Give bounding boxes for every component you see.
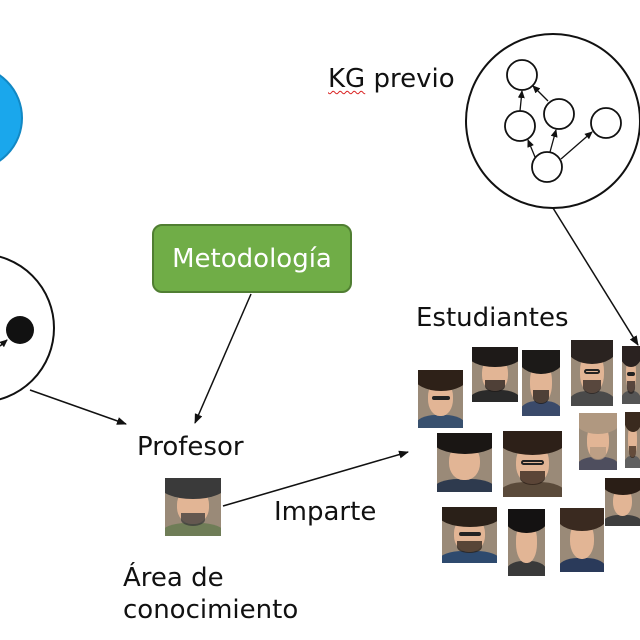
- photo-beard: [180, 512, 206, 526]
- student-photo: [571, 340, 613, 406]
- student-photo: [605, 478, 640, 526]
- metodologia-box: Metodología: [152, 224, 352, 293]
- photo-hair: [560, 508, 604, 532]
- photo-hair: [442, 507, 497, 528]
- photo-shirt: [625, 455, 640, 468]
- photo-shirt: [472, 389, 518, 402]
- kg-node-center: [543, 98, 575, 130]
- metodologia-label: Metodología: [172, 243, 332, 274]
- photo-hair: [522, 350, 560, 374]
- student-photo: [472, 347, 518, 402]
- student-photo: [442, 507, 497, 563]
- photo-hair: [605, 478, 640, 496]
- kg-edge: [560, 131, 593, 160]
- photo-shirt: [437, 479, 492, 492]
- kg-node-top: [506, 59, 538, 91]
- blue-node: [0, 74, 23, 162]
- photo-face: [628, 422, 637, 457]
- kg-edge: [549, 129, 558, 153]
- photo-shirt: [571, 391, 613, 406]
- photo-glasses: [431, 395, 450, 400]
- photo-beard: [589, 447, 607, 460]
- arrow-metodologia-to-profesor: [194, 293, 252, 424]
- photo-glasses: [627, 371, 635, 376]
- photo-shirt: [418, 415, 463, 428]
- photo-glasses: [583, 369, 601, 374]
- photo-beard: [582, 379, 602, 395]
- estudiantes-label: Estudiantes: [416, 303, 569, 333]
- student-photo: [437, 433, 492, 492]
- kg-node-bottom: [531, 151, 563, 183]
- photo-beard: [519, 470, 546, 486]
- photo-shirt: [605, 515, 640, 526]
- student-photo: [579, 413, 617, 470]
- student-photo: [522, 350, 560, 416]
- kg-previo-label-kg: KG: [328, 64, 366, 94]
- photo-shirt: [522, 401, 560, 416]
- kg-edge: [527, 139, 536, 158]
- student-photo: [625, 412, 640, 468]
- photo-hair: [622, 346, 640, 367]
- photo-hair: [165, 478, 221, 499]
- arrow-imparte: [222, 450, 409, 507]
- photo-hair: [625, 412, 640, 433]
- kg-node-left: [504, 110, 536, 142]
- photo-hair: [418, 370, 463, 391]
- photo-shirt: [560, 557, 604, 572]
- photo-shirt: [508, 561, 545, 576]
- student-photo: [560, 508, 604, 572]
- area-graph-black-node: [6, 316, 34, 344]
- photo-beard: [532, 389, 550, 405]
- photo-shirt: [622, 391, 640, 404]
- student-photo: [503, 431, 562, 497]
- photo-hair: [571, 340, 613, 364]
- photo-hair: [508, 509, 545, 534]
- photo-hair: [579, 413, 617, 434]
- student-photo: [622, 346, 640, 404]
- photo-shirt: [579, 457, 617, 470]
- arrow-kg-to-estudiantes: [552, 207, 639, 346]
- photo-beard: [484, 380, 506, 393]
- photo-beard: [457, 540, 482, 553]
- photo-hair: [437, 433, 492, 455]
- area-graph-edge: [0, 339, 8, 348]
- arrow-area-to-profesor: [29, 389, 127, 425]
- student-photo: [508, 509, 545, 576]
- photo-shirt: [442, 550, 497, 563]
- area-line-2: conocimiento: [123, 595, 299, 625]
- photo-glasses: [520, 460, 545, 465]
- photo-hair: [503, 431, 562, 455]
- kg-previo-label-rest: previo: [365, 64, 455, 94]
- imparte-label: Imparte: [274, 497, 377, 527]
- kg-node-right: [590, 107, 622, 139]
- photo-hair: [472, 347, 518, 367]
- student-photo: [418, 370, 463, 428]
- photo-shirt: [165, 523, 221, 536]
- kg-edge: [517, 90, 525, 112]
- photo-beard: [629, 445, 636, 458]
- photo-beard: [627, 380, 635, 394]
- photo-glasses: [458, 531, 481, 536]
- profesor-photo: [165, 478, 221, 536]
- kg-edge: [532, 85, 549, 102]
- area-line-1: Área de: [123, 563, 224, 593]
- kg-previo-label: KG previo: [328, 64, 455, 94]
- photo-shirt: [503, 482, 562, 497]
- profesor-label: Profesor: [137, 432, 244, 462]
